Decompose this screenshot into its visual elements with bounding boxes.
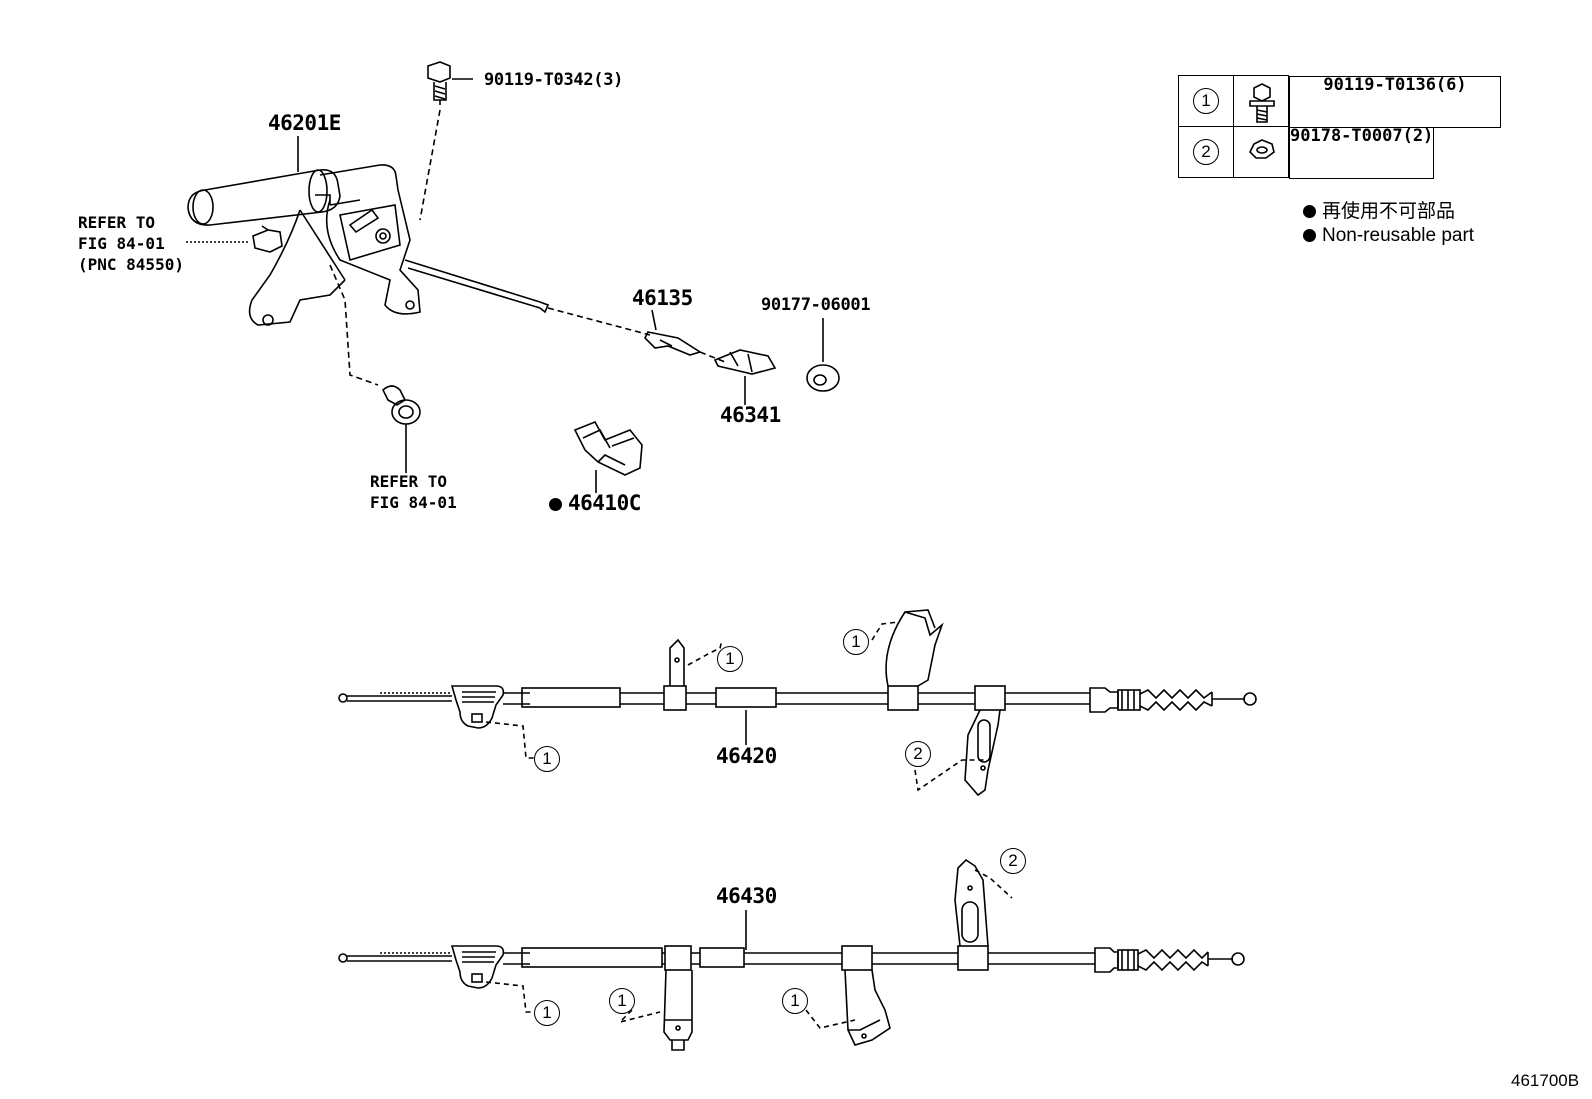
part-46410C-shape <box>573 420 643 476</box>
figure-id: 461700B <box>1511 1071 1580 1090</box>
note-jp: 再使用不可部品 <box>1303 202 1455 221</box>
callout-46430-4: 2 <box>1000 848 1026 874</box>
refer-switch-note: REFER TO FIG 84-01 (PNC 84550) <box>78 212 184 275</box>
part-46341-shape <box>713 349 777 375</box>
callout-46420-4: 2 <box>905 741 931 767</box>
legend-table: 1 90119-T0136(6) 2 90178-T0007(2) <box>1178 75 1501 179</box>
callout-46430-1: 1 <box>534 1000 560 1026</box>
dash-46420-c3 <box>871 621 899 641</box>
refer-switch-line2: FIG 84-01 <box>78 234 165 253</box>
legend-ref-1: 1 <box>1193 88 1219 114</box>
label-90177-06001: 90177-06001 <box>761 295 871 315</box>
callout-46430-3: 1 <box>782 988 808 1014</box>
nut-90177 <box>806 364 840 392</box>
refer-bolt-line1: REFER TO <box>370 472 448 491</box>
bolt-refer <box>382 385 421 425</box>
note-en-dot <box>1303 229 1316 242</box>
legend-icon-cell-2 <box>1233 126 1289 178</box>
leader-46135 <box>651 309 657 331</box>
label-bolt-top: 90119-T0342(3) <box>484 70 624 90</box>
legend-part-2: 90178-T0007(2) <box>1289 126 1435 179</box>
dash-46430-c1 <box>485 981 534 1013</box>
cable-46420-drawing <box>338 609 1257 797</box>
dash-46430-c3 <box>805 1009 856 1029</box>
dash-bolt-top <box>419 109 441 221</box>
dash-bolt-bottom <box>329 264 379 386</box>
dash-46420-c1 <box>485 721 534 759</box>
note-jp-dot <box>1303 205 1316 218</box>
dash-46430-c4 <box>974 869 1013 899</box>
refer-bolt-line2: FIG 84-01 <box>370 493 457 512</box>
cable-46430-drawing <box>338 858 1245 1051</box>
label-46201E: 46201E <box>268 111 341 135</box>
label-46135: 46135 <box>632 286 693 310</box>
bolt-90119-T0342 <box>427 61 451 108</box>
note-en: Non-reusable part <box>1303 226 1474 245</box>
refer-switch-line1: REFER TO <box>78 213 156 232</box>
part-46135-shape <box>644 331 702 356</box>
lever-assembly <box>187 164 550 326</box>
legend-row-1: 1 90119-T0136(6) <box>1178 75 1501 128</box>
label-46420: 46420 <box>716 744 777 768</box>
label-46410C-text: 46410C <box>568 491 641 515</box>
label-46430: 46430 <box>716 884 777 908</box>
callout-46420-2: 1 <box>717 646 743 672</box>
callout-46420-1: 1 <box>534 746 560 772</box>
label-46410C: 46410C <box>549 493 641 514</box>
refer-bolt-note: REFER TO FIG 84-01 <box>370 471 457 513</box>
dash-46420-c4 <box>914 759 984 792</box>
note-en-text: Non-reusable part <box>1322 225 1475 246</box>
note-jp-text: 再使用不可部品 <box>1322 201 1456 222</box>
non-reusable-marker <box>549 498 562 511</box>
callout-46420-3: 1 <box>843 629 869 655</box>
legend-part-1: 90119-T0136(6) <box>1289 75 1501 128</box>
legend-row-2: 2 90178-T0007(2) <box>1178 126 1435 179</box>
legend-ref-2: 2 <box>1193 139 1219 165</box>
refer-switch-line3: (PNC 84550) <box>78 255 184 274</box>
legend-icon-cell-1 <box>1233 75 1289 127</box>
dash-rod <box>547 307 651 336</box>
callout-46430-2: 1 <box>609 988 635 1014</box>
dash-46420-c2 <box>687 639 723 666</box>
label-46341: 46341 <box>720 403 781 427</box>
dash-46135 <box>699 351 726 363</box>
